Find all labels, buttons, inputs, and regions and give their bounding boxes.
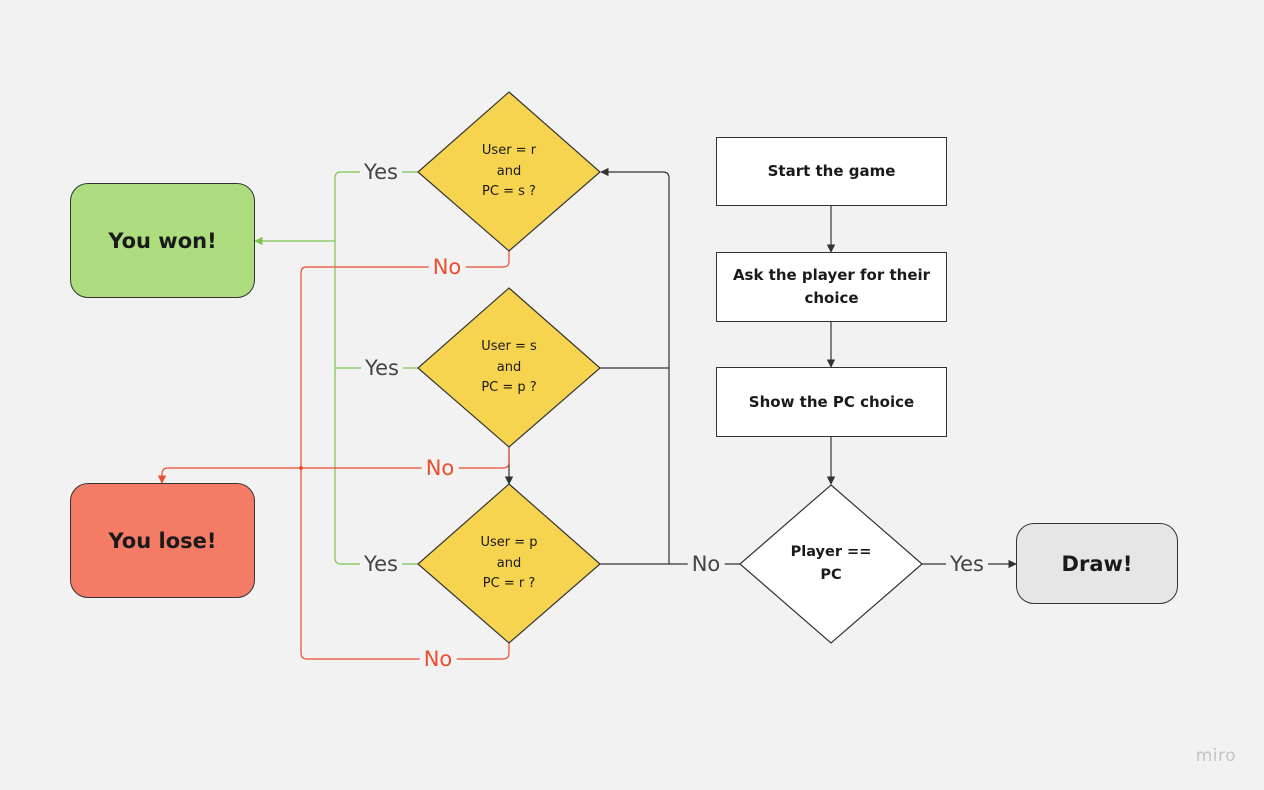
show-node-label: Show the PC choice — [748, 392, 915, 411]
yes-label-cond1: Yes — [360, 159, 402, 185]
yes-label-player-check: Yes — [946, 551, 988, 577]
cond3-line-1: User = p — [480, 535, 538, 551]
no-junction-dot — [299, 466, 303, 470]
cond1-line-1: User = r — [481, 143, 537, 159]
cond1-diamond[interactable] — [417, 91, 601, 252]
cond1-text: User = r and PC = s ? — [449, 132, 569, 212]
no-label-player-check: No — [687, 551, 725, 577]
no-label-cond1: No — [428, 254, 466, 280]
miro-watermark: miro — [1195, 746, 1236, 766]
lose-node-label: You lose! — [108, 528, 217, 553]
start-node[interactable]: Start the game — [716, 137, 947, 206]
cond3-line-2: and — [496, 555, 522, 571]
player-check-line-2: PC — [820, 567, 842, 583]
draw-node[interactable]: Draw! — [1016, 523, 1178, 604]
start-node-label: Start the game — [767, 162, 896, 180]
cond3-text: User = p and PC = r ? — [449, 524, 569, 604]
ask-node-label: Ask the player for their choice — [732, 266, 931, 307]
yes-label-cond2: Yes — [361, 355, 403, 381]
draw-node-label: Draw! — [1061, 551, 1133, 576]
won-node-label: You won! — [108, 228, 217, 253]
no-line-cond2 — [157, 447, 510, 484]
no-label-cond3: No — [419, 646, 457, 672]
yes-label-cond3: Yes — [360, 551, 402, 577]
cond2-line-1: User = s — [481, 339, 537, 355]
cond1-line-2: and — [496, 163, 522, 179]
cond2-text: User = s and PC = p ? — [449, 328, 569, 408]
arrow-check-no-to-cond1 — [600, 167, 740, 565]
cond1-line-3: PC = s ? — [482, 184, 536, 200]
cond2-line-2: and — [496, 359, 522, 375]
no-label-cond2: No — [421, 455, 459, 481]
ask-node[interactable]: Ask the player for their choice — [716, 252, 947, 322]
lose-node[interactable]: You lose! — [70, 483, 255, 598]
cond3-line-3: PC = r ? — [482, 576, 536, 592]
cond3-diamond[interactable] — [417, 483, 601, 644]
player-check-text: Player == PC — [771, 530, 891, 598]
no-line-cond1 — [300, 250, 510, 660]
player-check-diamond[interactable] — [739, 484, 923, 644]
won-node[interactable]: You won! — [70, 183, 255, 298]
cond2-line-3: PC = p ? — [481, 380, 537, 396]
player-check-line-1: Player == — [790, 544, 872, 560]
show-node[interactable]: Show the PC choice — [716, 367, 947, 437]
cond2-diamond[interactable] — [417, 287, 601, 448]
